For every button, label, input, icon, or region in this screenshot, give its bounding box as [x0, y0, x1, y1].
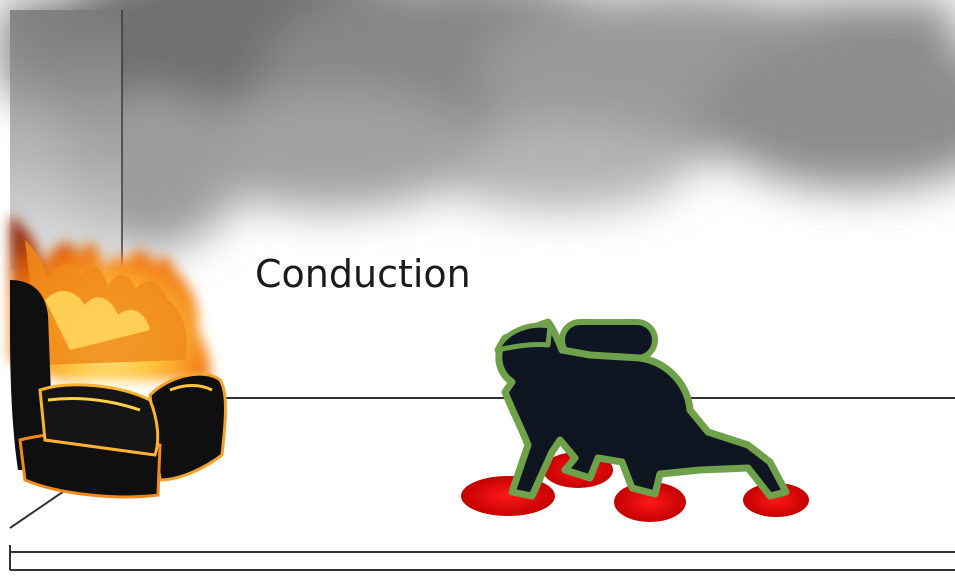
left-wall [10, 10, 122, 270]
caption-conduction: Conduction [255, 252, 471, 296]
